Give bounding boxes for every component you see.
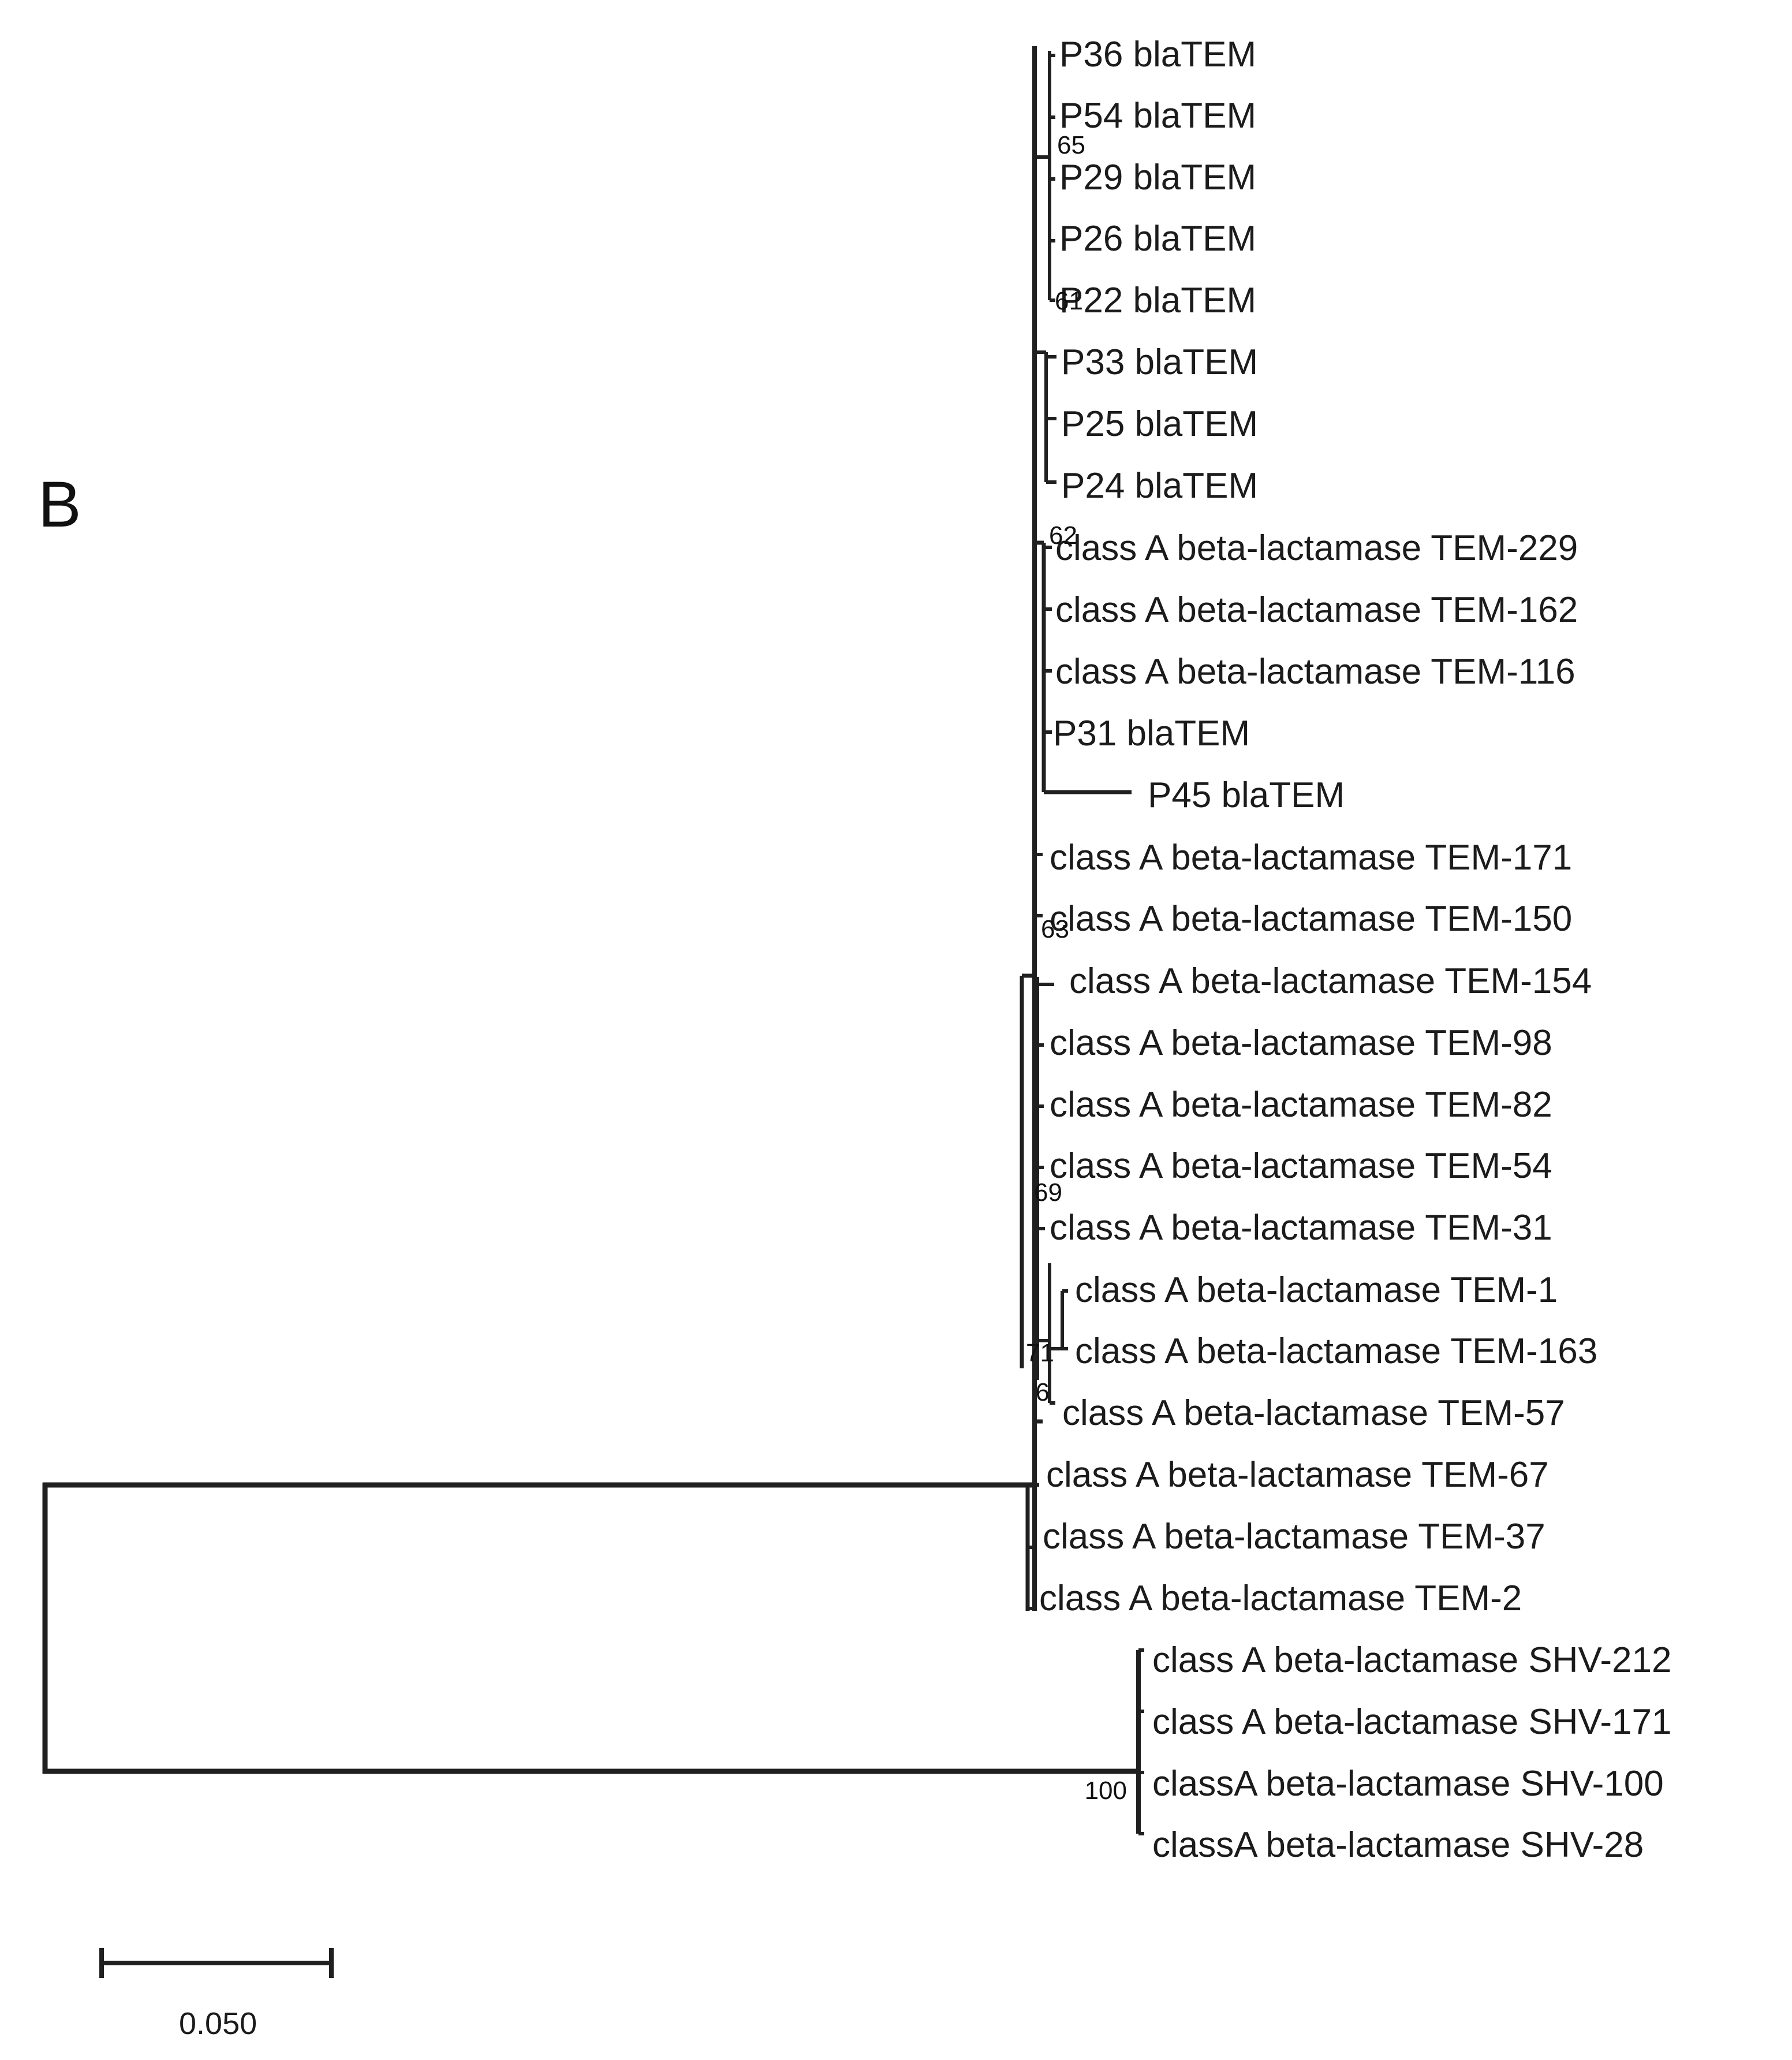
taxon-label: class A beta-lactamase TEM-2 [1039, 1578, 1522, 1618]
bootstrap-value: 71 [1026, 1339, 1054, 1367]
bootstrap-value: 69 [1034, 1178, 1062, 1207]
taxon-label: P36 blaTEM [1059, 35, 1257, 74]
taxon-label: class A beta-lactamase TEM-54 [1050, 1146, 1552, 1186]
bootstrap-value: 63 [1041, 915, 1069, 943]
taxon-label: class A beta-lactamase TEM-154 [1069, 961, 1592, 1001]
scale-bar-caption: 0.050 [179, 2006, 257, 2041]
taxon-label: class A beta-lactamase TEM-57 [1062, 1393, 1565, 1433]
taxon-label: class A beta-lactamase TEM-162 [1055, 590, 1578, 630]
taxon-label: P22 blaTEM [1059, 281, 1257, 320]
panel-label-b: B [38, 468, 81, 540]
bootstrap-value: 61 [1055, 287, 1083, 315]
taxon-label: P24 blaTEM [1061, 466, 1259, 506]
bootstrap-value: 6 [1035, 1378, 1050, 1406]
taxon-label: P45 blaTEM [1148, 775, 1345, 815]
taxon-label: P31 blaTEM [1053, 714, 1250, 753]
taxon-label: class A beta-lactamase TEM-150 [1050, 899, 1573, 939]
taxon-label: class A beta-lactamase TEM-229 [1055, 528, 1578, 568]
taxon-label: class A beta-lactamase TEM-37 [1043, 1517, 1545, 1557]
bootstrap-value: 100 [1084, 1777, 1127, 1805]
taxon-label: class A beta-lactamase TEM-171 [1050, 838, 1573, 878]
taxon-label: classA beta-lactamase SHV-100 [1152, 1764, 1664, 1804]
taxon-label: class A beta-lactamase TEM-82 [1050, 1085, 1552, 1125]
taxon-label: class A beta-lactamase TEM-116 [1055, 652, 1576, 692]
taxon-label: P33 blaTEM [1061, 342, 1259, 382]
taxon-label: class A beta-lactamase TEM-163 [1075, 1331, 1598, 1371]
taxon-label: P29 blaTEM [1059, 158, 1257, 197]
taxon-label: class A beta-lactamase TEM-31 [1050, 1208, 1552, 1248]
taxon-label: P25 blaTEM [1061, 404, 1259, 444]
taxon-label: class A beta-lactamase TEM-98 [1050, 1023, 1552, 1063]
taxon-label: P54 blaTEM [1059, 96, 1257, 136]
taxon-label: class A beta-lactamase SHV-171 [1152, 1702, 1672, 1742]
bootstrap-value: 62 [1049, 521, 1077, 550]
taxon-label: class A beta-lactamase TEM-1 [1075, 1270, 1558, 1310]
taxon-label: class A beta-lactamase SHV-212 [1152, 1640, 1672, 1680]
taxon-label: classA beta-lactamase SHV-28 [1152, 1825, 1644, 1865]
taxon-label: class A beta-lactamase TEM-67 [1046, 1455, 1549, 1495]
taxon-label: P26 blaTEM [1059, 219, 1257, 259]
bootstrap-value: 65 [1057, 131, 1085, 159]
